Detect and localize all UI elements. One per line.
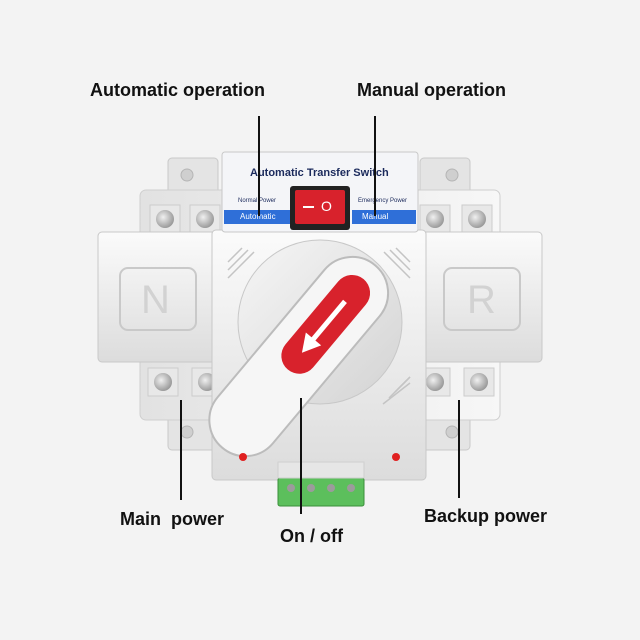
manual-operation-leader [374, 116, 376, 216]
emergency-power-label: Emergency Power [358, 198, 408, 204]
handle[interactable] [195, 242, 403, 471]
module-r-letter: R [467, 278, 496, 322]
vent-slots [227, 247, 411, 405]
indicator-led-left [239, 453, 247, 461]
automatic-operation-label: Automatic operation [90, 80, 266, 100]
on-off-leader [300, 398, 302, 514]
manual-operation-label: Manual operation [357, 80, 507, 100]
backup-power-leader [458, 400, 460, 498]
backup-power-label: Backup power [424, 506, 548, 526]
arrow-icon [301, 299, 347, 353]
manual-tab: Manual [362, 212, 389, 221]
module-n-letter: N [141, 278, 170, 322]
indicator-led-right [392, 453, 400, 461]
rocker-off-symbol: O [321, 198, 332, 214]
rocker-switch[interactable] [290, 186, 350, 230]
panel-title: Automatic Transfer Switch [250, 167, 389, 179]
normal-power-label: Normal Power [238, 198, 277, 204]
automatic-operation-leader [258, 116, 260, 216]
main-power-label: Main power [120, 509, 225, 529]
automatic-tab: Automatic [240, 212, 276, 221]
on-off-label: On / off [280, 526, 343, 546]
main-power-leader [180, 400, 182, 500]
control-terminal-block [277, 461, 365, 507]
module-r [421, 231, 543, 363]
terminal-screws-top [149, 204, 493, 234]
